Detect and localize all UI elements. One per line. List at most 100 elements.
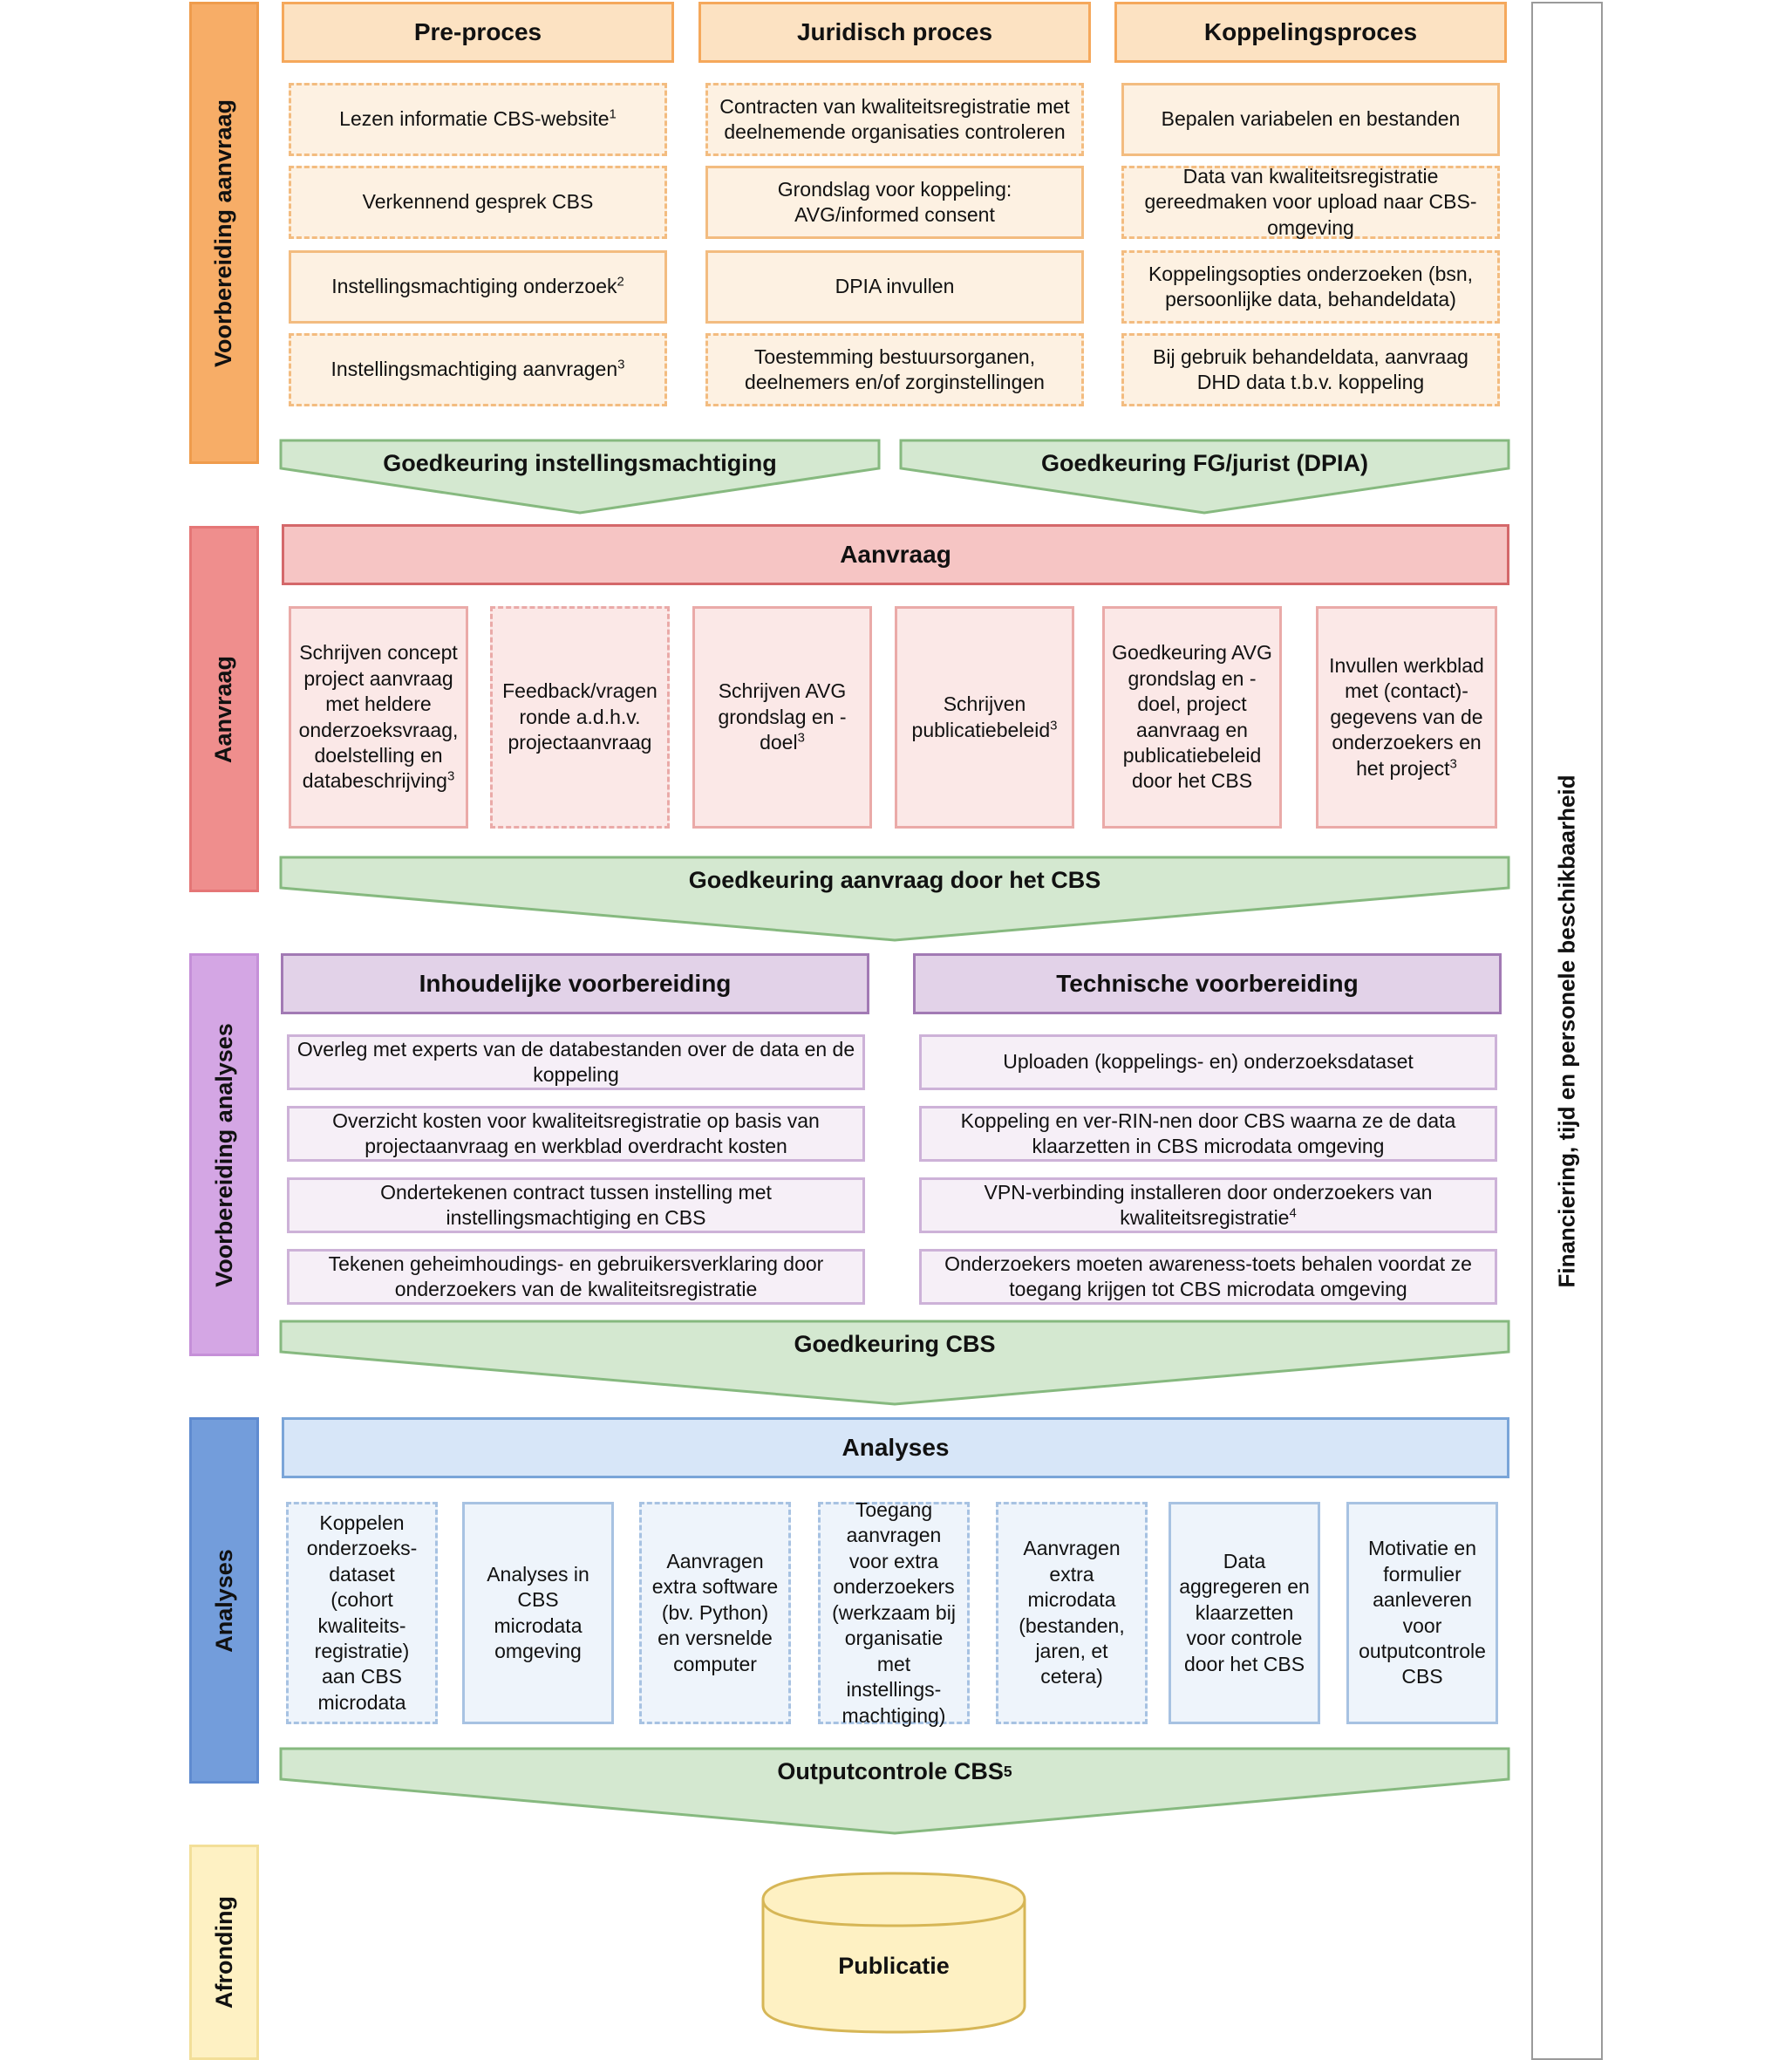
publicatie-label: Publicatie xyxy=(838,1952,950,1979)
preparation-step: Overzicht kosten voor kwaliteitsregistra… xyxy=(287,1106,865,1162)
analysis-step-content: Aanvragen extra microdata (bestanden, ja… xyxy=(1005,1536,1138,1690)
aanvraag-step: Feedback/vragen ronde a.d.h.v. projectaa… xyxy=(490,606,670,829)
preparation-step-text: VPN-verbinding installeren door onderzoe… xyxy=(984,1180,1433,1229)
preparation-step-content: Koppeling en ver-RIN-nen door CBS waarna… xyxy=(929,1108,1488,1160)
aanvraag-step-text: Invullen werkblad met (contact)-gegevens… xyxy=(1329,653,1484,780)
preparation-step: Onderzoekers moeten awareness-toets beha… xyxy=(919,1249,1497,1305)
aanvraag-step: Invullen werkblad met (contact)-gegevens… xyxy=(1316,606,1497,829)
analysis-step-text: Data aggregeren en klaarzetten voor cont… xyxy=(1179,1549,1310,1675)
publicatie-cylinder xyxy=(761,1872,1026,2034)
lane-voorbereiding-analyses: Voorbereiding analyses xyxy=(189,953,259,1356)
process-step: DPIA invullen xyxy=(705,250,1084,324)
analysis-step-text: Analyses in CBS microdata omgeving xyxy=(487,1562,589,1662)
process-step: Contracten van kwaliteitsregistratie met… xyxy=(705,83,1084,156)
analyses-header: Analyses xyxy=(282,1417,1509,1478)
aanvraag-step-content: Schrijven AVG grondslag en -doel3 xyxy=(702,679,862,755)
side-bar: Financiering, tijd en personele beschikb… xyxy=(1531,2,1603,2060)
preparation-step-content: Overzicht kosten voor kwaliteitsregistra… xyxy=(296,1108,855,1160)
process-step: Bij gebruik behandeldata, aanvraag DHD d… xyxy=(1121,333,1500,406)
process-step: Toestemming bestuursorganen, deelnemers … xyxy=(705,333,1084,406)
aanvraag-step-content: Invullen werkblad met (contact)-gegevens… xyxy=(1325,653,1488,781)
column-header: Juridisch proces xyxy=(698,2,1091,63)
lane-aanvraag: Aanvraag xyxy=(189,526,259,892)
process-step: Instellingsmachtiging onderzoek2 xyxy=(289,250,667,324)
analysis-step-content: Data aggregeren en klaarzetten voor cont… xyxy=(1178,1549,1311,1677)
arrow-goedkeuring-cbs: Goedkeuring CBS xyxy=(794,1330,996,1357)
column-header: Pre-proces xyxy=(282,2,674,63)
analysis-step: Data aggregeren en klaarzetten voor cont… xyxy=(1169,1502,1320,1724)
process-step-content: Koppelingsopties onderzoeken (bsn, perso… xyxy=(1131,262,1490,313)
process-step-text: Contracten van kwaliteitsregistratie met… xyxy=(719,94,1070,143)
preparation-step: Ondertekenen contract tussen instelling … xyxy=(287,1177,865,1233)
preparation-step-content: Overleg met experts van de databestanden… xyxy=(296,1037,855,1088)
aanvraag-header: Aanvraag xyxy=(282,524,1509,585)
arrow-shape xyxy=(279,439,881,515)
lane-voorbereiding-aanvraag: Voorbereiding aanvraag xyxy=(189,2,259,464)
aanvraag-step-text: Feedback/vragen ronde a.d.h.v. projectaa… xyxy=(502,679,658,754)
analysis-step-content: Analyses in CBS microdata omgeving xyxy=(472,1562,604,1665)
analysis-step: Aanvragen extra microdata (bestanden, ja… xyxy=(996,1502,1148,1724)
process-step-content: Verkennend gesprek CBS xyxy=(363,189,594,215)
aanvraag-step: Schrijven publicatiebeleid3 xyxy=(895,606,1074,829)
arrow-shape xyxy=(279,1747,1510,1835)
analysis-step-text: Aanvragen extra software (bv. Python) en… xyxy=(651,1549,779,1675)
arrow-outputcontrole-text: Outputcontrole CBS xyxy=(777,1757,1004,1784)
preparation-step-text: Overzicht kosten voor kwaliteitsregistra… xyxy=(332,1108,820,1157)
analysis-step-text: Toegang aanvragen voor extra onderzoeker… xyxy=(832,1498,956,1727)
process-step-content: Toestemming bestuursorganen, deelnemers … xyxy=(715,344,1074,396)
preparation-step-text: Uploaden (koppelings- en) onderzoeksdata… xyxy=(1003,1050,1414,1074)
analysis-step-content: Toegang aanvragen voor extra onderzoeker… xyxy=(828,1497,960,1729)
process-step: Data van kwaliteitsregistratie gereedmak… xyxy=(1121,164,1500,241)
analysis-step-content: Aanvragen extra software (bv. Python) en… xyxy=(649,1549,781,1677)
analysis-step-content: Motivatie en formulier aanleveren voor o… xyxy=(1356,1536,1489,1690)
preparation-step-content: Tekenen geheimhoudings- en gebruikersver… xyxy=(296,1252,855,1303)
arrow-goedkeuring-aanvraag: Goedkeuring aanvraag door het CBS xyxy=(688,866,1101,893)
process-step-sup: 1 xyxy=(609,106,617,122)
process-step: Lezen informatie CBS-website1 xyxy=(289,83,667,156)
preparation-step-content: VPN-verbinding installeren door onderzoe… xyxy=(929,1180,1488,1231)
process-step: Koppelingsopties onderzoeken (bsn, perso… xyxy=(1121,250,1500,324)
process-step-text: Toestemming bestuursorganen, deelnemers … xyxy=(745,344,1045,393)
process-step-text: Bepalen variabelen en bestanden xyxy=(1161,107,1461,131)
aanvraag-step-text: Schrijven publicatiebeleid xyxy=(911,692,1051,741)
process-step-text: Grondslag voor koppeling: AVG/informed c… xyxy=(777,177,1012,226)
preparation-step: VPN-verbinding installeren door onderzoe… xyxy=(919,1177,1497,1233)
process-step-text: Data van kwaliteitsregistratie gereedmak… xyxy=(1144,164,1477,239)
column-header: Technische voorbereiding xyxy=(913,953,1502,1014)
aanvraag-step-sup: 3 xyxy=(1449,756,1457,771)
arrow-goedkeuring-fg-jurist: Goedkeuring FG/jurist (DPIA) xyxy=(1040,449,1369,476)
process-step-text: DPIA invullen xyxy=(835,275,955,298)
process-step-content: DPIA invullen xyxy=(835,274,955,299)
preparation-step-text: Tekenen geheimhoudings- en gebruikersver… xyxy=(328,1252,824,1300)
analysis-step-text: Koppelen onderzoeks-dataset (cohort kwal… xyxy=(306,1511,418,1714)
preparation-step-content: Uploaden (koppelings- en) onderzoeksdata… xyxy=(1003,1049,1414,1074)
column-header: Inhoudelijke voorbereiding xyxy=(281,953,869,1014)
aanvraag-step-sup: 3 xyxy=(446,768,455,784)
arrow-goedkeuring-instellingsmachtiging: Goedkeuring instellingsmachtiging xyxy=(383,449,777,476)
aanvraag-step-content: Schrijven concept project aanvraag met h… xyxy=(298,640,459,795)
aanvraag-step: Schrijven concept project aanvraag met h… xyxy=(289,606,468,829)
process-step-content: Bij gebruik behandeldata, aanvraag DHD d… xyxy=(1131,344,1490,396)
process-step-content: Grondslag voor koppeling: AVG/informed c… xyxy=(715,177,1074,229)
process-step-content: Data van kwaliteitsregistratie gereedmak… xyxy=(1131,164,1490,241)
process-step: Instellingsmachtiging aanvragen3 xyxy=(289,333,667,406)
process-step: Grondslag voor koppeling: AVG/informed c… xyxy=(705,166,1084,239)
process-step-content: Bepalen variabelen en bestanden xyxy=(1162,106,1461,132)
preparation-step-sup: 4 xyxy=(1289,1205,1297,1221)
column-header: Koppelingsproces xyxy=(1114,2,1507,63)
preparation-step-text: Koppeling en ver-RIN-nen door CBS waarna… xyxy=(960,1108,1456,1157)
aanvraag-step-text: Schrijven AVG grondslag en -doel xyxy=(718,679,847,754)
lane-afronding: Afronding xyxy=(189,1845,259,2060)
analysis-step-content: Koppelen onderzoeks-dataset (cohort kwal… xyxy=(296,1511,428,1716)
process-step-text: Koppelingsopties onderzoeken (bsn, perso… xyxy=(1148,262,1474,310)
aanvraag-step-content: Feedback/vragen ronde a.d.h.v. projectaa… xyxy=(500,679,660,755)
process-step-text: Lezen informatie CBS-website xyxy=(339,107,610,131)
process-step-content: Lezen informatie CBS-website1 xyxy=(339,106,617,132)
aanvraag-step-sup: 3 xyxy=(1050,717,1058,733)
preparation-step: Koppeling en ver-RIN-nen door CBS waarna… xyxy=(919,1106,1497,1162)
process-step-content: Instellingsmachtiging aanvragen3 xyxy=(331,357,625,382)
process-step-sup: 3 xyxy=(617,357,625,372)
preparation-step-content: Onderzoekers moeten awareness-toets beha… xyxy=(929,1252,1488,1303)
